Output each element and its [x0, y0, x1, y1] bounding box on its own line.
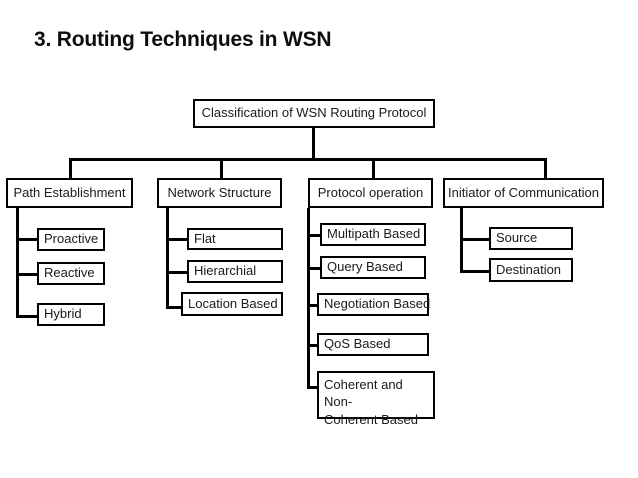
node-root[interactable]: Classification of WSN Routing Protocol: [193, 99, 435, 128]
connector-stub-1-2: [16, 273, 39, 276]
connector-stub-1-3: [16, 315, 39, 318]
connector-stub-4-1: [460, 238, 491, 241]
node-leaf-3-5-line1: Coherent and Non-: [324, 377, 403, 410]
connector-drop-4: [544, 158, 547, 179]
connector-drop-3: [372, 158, 375, 179]
node-leaf-4-1[interactable]: Source: [489, 227, 573, 250]
connector-stub-3-3: [307, 304, 322, 307]
connector-stub-3-1: [307, 234, 322, 237]
connector-stub-3-5: [307, 386, 322, 389]
connector-stub-3-4: [307, 344, 322, 347]
connector-stub-3-2: [307, 267, 322, 270]
node-branch-2[interactable]: Network Structure: [157, 178, 282, 208]
connector-root-bus: [69, 158, 547, 161]
node-branch-1[interactable]: Path Establishment: [6, 178, 133, 208]
node-leaf-2-2[interactable]: Hierarchial: [187, 260, 283, 283]
connector-spine-2: [166, 208, 169, 309]
node-leaf-1-3[interactable]: Hybrid: [37, 303, 105, 326]
page-title: 3. Routing Techniques in WSN: [34, 28, 332, 51]
node-leaf-1-2[interactable]: Reactive: [37, 262, 105, 285]
connector-spine-3: [307, 208, 310, 388]
node-leaf-2-3[interactable]: Location Based: [181, 292, 283, 316]
connector-spine-1: [16, 208, 19, 318]
node-leaf-3-5[interactable]: Coherent and Non- Coherent Based: [317, 371, 435, 427]
connector-drop-2: [220, 158, 223, 179]
connector-stub-2-3: [166, 306, 183, 309]
connector-stub-2-2: [166, 271, 189, 274]
node-leaf-3-2[interactable]: Query Based: [320, 256, 426, 279]
connector-drop-1: [69, 158, 72, 179]
node-leaf-3-3[interactable]: Negotiation Based: [317, 293, 430, 316]
node-leaf-2-1[interactable]: Flat: [187, 228, 283, 250]
node-leaf-1-1[interactable]: Proactive: [37, 228, 105, 251]
connector-root-stem: [312, 128, 315, 159]
node-leaf-4-2[interactable]: Destination: [489, 258, 573, 282]
connector-stub-4-2: [460, 270, 491, 273]
node-leaf-3-5-line2: Coherent Based: [324, 411, 418, 427]
connector-stub-2-1: [166, 238, 189, 241]
node-leaf-3-1[interactable]: Multipath Based: [320, 223, 426, 246]
node-branch-4[interactable]: Initiator of Communication: [443, 178, 604, 208]
node-branch-3[interactable]: Protocol operation: [308, 178, 433, 208]
connector-stub-1-1: [16, 238, 39, 241]
node-leaf-3-4[interactable]: QoS Based: [317, 333, 429, 356]
